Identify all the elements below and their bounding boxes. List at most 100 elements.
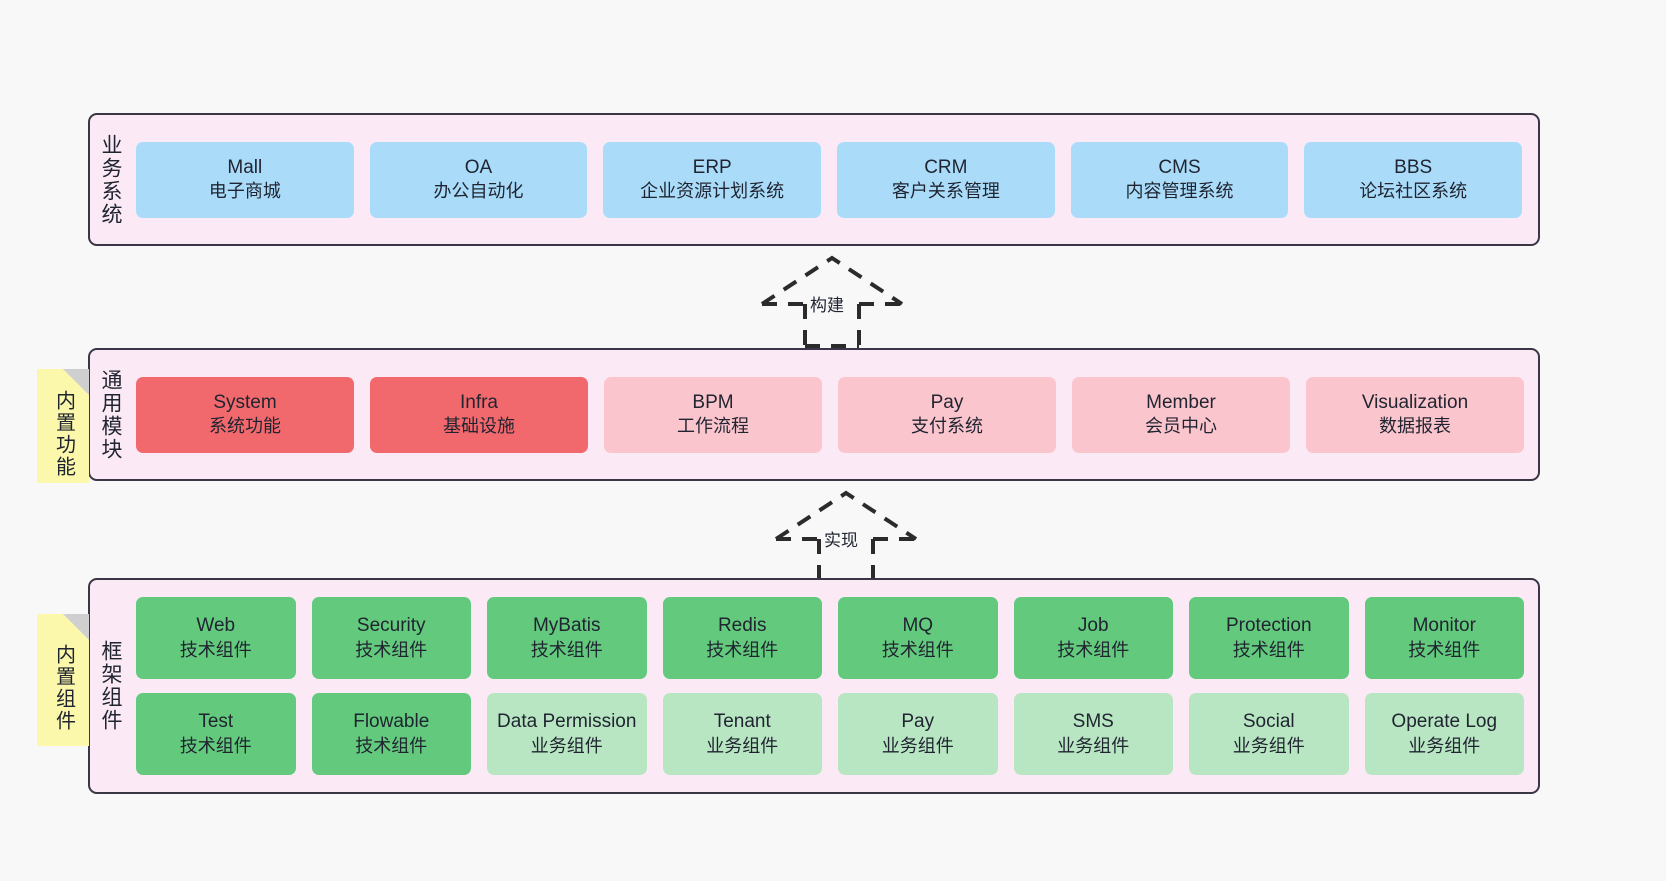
card-title: Flowable — [353, 711, 430, 733]
folded-corner-icon — [63, 369, 89, 395]
card-subtitle: 数据报表 — [1379, 416, 1451, 437]
card-erp[interactable]: ERP 企业资源计划系统 — [603, 141, 822, 218]
card-title: Operate Log — [1391, 711, 1498, 733]
card-row: Web 技术组件 Security 技术组件 MyBatis 技术组件 Redi… — [136, 597, 1524, 679]
card-crm[interactable]: CRM 客户关系管理 — [837, 141, 1055, 218]
card-title: Infra — [459, 391, 499, 413]
card-title: Pay — [901, 711, 935, 733]
card-subtitle: 业务组件 — [1408, 735, 1481, 756]
card-pay-component[interactable]: Pay 业务组件 — [838, 693, 998, 775]
connector-implement: 实现 — [766, 487, 926, 583]
card-monitor[interactable]: Monitor 技术组件 — [1364, 597, 1524, 679]
layer-items-modules: System 系统功能 Infra 基础设施 BPM 工作流程 Pay 支付系统… — [130, 350, 1538, 479]
card-job[interactable]: Job 技术组件 — [1013, 597, 1173, 679]
card-visualization[interactable]: Visualization 数据报表 — [1306, 376, 1524, 453]
card-title: Protection — [1225, 615, 1312, 637]
card-subtitle: 技术组件 — [706, 639, 779, 660]
card-flowable[interactable]: Flowable 技术组件 — [311, 693, 471, 775]
card-title: Redis — [717, 615, 767, 637]
card-title: Data Permission — [497, 711, 637, 733]
card-subtitle: 技术组件 — [355, 735, 428, 756]
card-subtitle: 技术组件 — [179, 735, 252, 756]
layer-items-business: Mall 电子商城 OA 办公自动化 ERP 企业资源计划系统 CRM 客户关系… — [130, 115, 1538, 244]
card-bbs[interactable]: BBS 论坛社区系统 — [1304, 141, 1523, 218]
card-title: CRM — [924, 156, 968, 178]
card-title: OA — [464, 156, 493, 178]
card-subtitle: 支付系统 — [911, 416, 983, 437]
card-tenant[interactable]: Tenant 业务组件 — [662, 693, 822, 775]
card-mq[interactable]: MQ 技术组件 — [838, 597, 998, 679]
card-subtitle: 会员中心 — [1145, 416, 1217, 437]
card-subtitle: 企业资源计划系统 — [640, 181, 785, 202]
card-bpm[interactable]: BPM 工作流程 — [604, 376, 822, 453]
layer-title-modules: 通用模块 — [99, 368, 123, 461]
connector-build: 构建 — [752, 252, 912, 348]
card-subtitle: 技术组件 — [1408, 639, 1481, 660]
connector-label-build: 构建 — [810, 296, 844, 315]
connector-label-implement: 实现 — [824, 531, 858, 550]
layer-title-business: 业务系统 — [99, 133, 123, 226]
card-subtitle: 工作流程 — [677, 416, 749, 437]
card-title: Mall — [227, 156, 263, 178]
card-operate-log[interactable]: Operate Log 业务组件 — [1364, 693, 1524, 775]
card-title: Member — [1146, 391, 1216, 413]
card-oa[interactable]: OA 办公自动化 — [369, 141, 588, 218]
card-title: CMS — [1158, 156, 1201, 178]
card-subtitle: 业务组件 — [1057, 735, 1130, 756]
layer-framework-components: 框架组件 Web 技术组件 Security 技术组件 MyBatis 技术组件… — [88, 578, 1540, 794]
card-title: Tenant — [713, 711, 771, 733]
card-test[interactable]: Test 技术组件 — [136, 693, 296, 775]
card-title: System — [213, 391, 277, 413]
card-subtitle: 论坛社区系统 — [1359, 181, 1468, 202]
card-subtitle: 技术组件 — [355, 639, 428, 660]
card-title: BPM — [692, 391, 734, 413]
card-subtitle: 电子商城 — [208, 181, 281, 202]
card-subtitle: 系统功能 — [209, 416, 281, 437]
card-data-permission[interactable]: Data Permission 业务组件 — [487, 693, 647, 775]
card-subtitle: 技术组件 — [881, 639, 954, 660]
card-title: Social — [1242, 711, 1295, 733]
card-subtitle: 技术组件 — [530, 639, 603, 660]
card-mybatis[interactable]: MyBatis 技术组件 — [487, 597, 647, 679]
card-subtitle: 业务组件 — [706, 735, 779, 756]
note-builtin-component: 内置组件 — [37, 614, 89, 746]
card-subtitle: 业务组件 — [881, 735, 954, 756]
card-title: Job — [1077, 615, 1109, 637]
note-label: 内置组件 — [52, 644, 75, 732]
card-subtitle: 业务组件 — [1232, 735, 1305, 756]
card-protection[interactable]: Protection 技术组件 — [1189, 597, 1349, 679]
layer-business-systems: 业务系统 Mall 电子商城 OA 办公自动化 ERP 企业资源计划系统 CRM… — [88, 113, 1540, 246]
layer-title-framework: 框架组件 — [99, 640, 123, 732]
card-redis[interactable]: Redis 技术组件 — [662, 597, 822, 679]
card-row: System 系统功能 Infra 基础设施 BPM 工作流程 Pay 支付系统… — [136, 376, 1524, 453]
card-cms[interactable]: CMS 内容管理系统 — [1070, 141, 1289, 218]
card-title: MyBatis — [532, 615, 601, 637]
layer-items-framework: Web 技术组件 Security 技术组件 MyBatis 技术组件 Redi… — [130, 580, 1538, 792]
card-web[interactable]: Web 技术组件 — [136, 597, 296, 679]
card-title: Pay — [930, 391, 964, 413]
card-system[interactable]: System 系统功能 — [136, 376, 354, 453]
card-title: Test — [198, 711, 234, 733]
card-subtitle: 技术组件 — [1057, 639, 1130, 660]
card-subtitle: 技术组件 — [1232, 639, 1305, 660]
card-title: ERP — [692, 156, 732, 178]
card-member[interactable]: Member 会员中心 — [1072, 376, 1290, 453]
card-subtitle: 业务组件 — [530, 735, 603, 756]
note-label: 内置功能 — [52, 390, 75, 478]
card-subtitle: 内容管理系统 — [1125, 181, 1234, 202]
dashed-generalization-arrow-icon — [760, 255, 904, 348]
card-social[interactable]: Social 业务组件 — [1189, 693, 1349, 775]
folded-corner-icon — [63, 614, 89, 640]
card-sms[interactable]: SMS 业务组件 — [1013, 693, 1173, 775]
card-title: Web — [196, 615, 236, 637]
card-title: BBS — [1394, 156, 1433, 178]
card-title: Monitor — [1412, 615, 1476, 637]
card-subtitle: 办公自动化 — [433, 181, 524, 202]
card-mall[interactable]: Mall 电子商城 — [136, 141, 354, 218]
card-pay-module[interactable]: Pay 支付系统 — [838, 376, 1056, 453]
card-infra[interactable]: Infra 基础设施 — [370, 376, 588, 453]
card-title: Security — [356, 615, 426, 637]
card-title: Visualization — [1361, 391, 1469, 413]
card-security[interactable]: Security 技术组件 — [311, 597, 471, 679]
